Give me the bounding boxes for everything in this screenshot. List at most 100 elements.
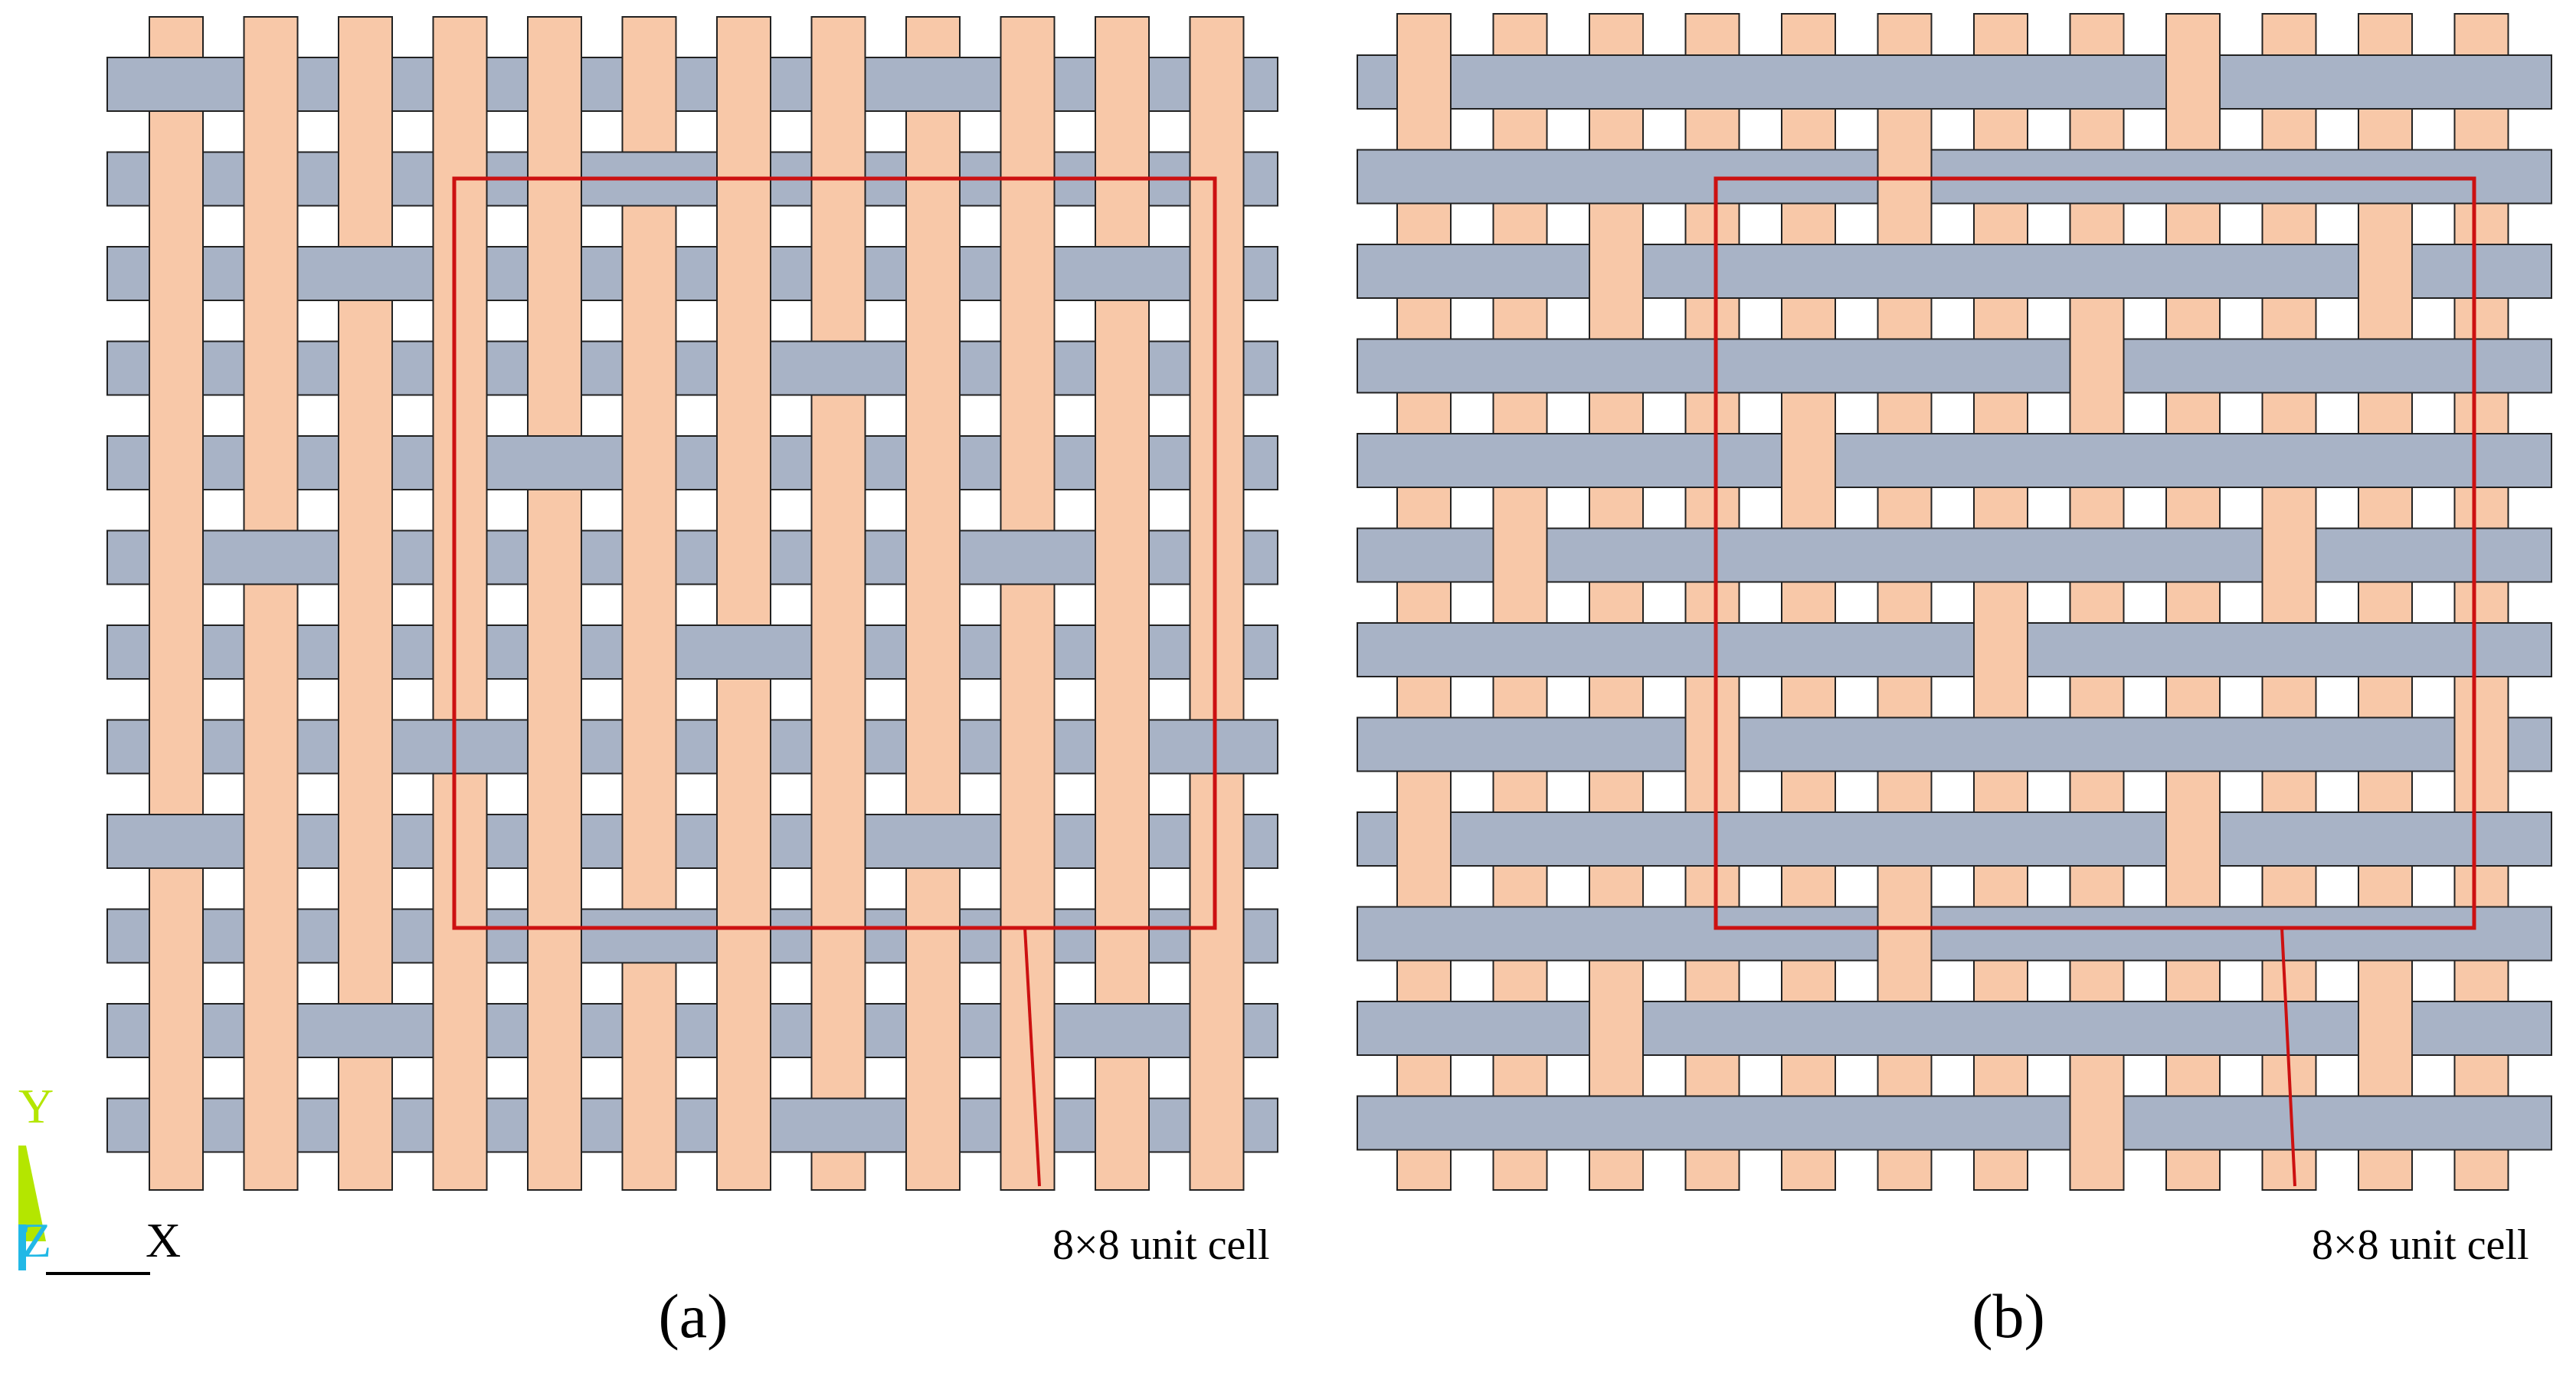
panel-a-caption: (a) [658, 1281, 728, 1351]
panel-a-annotations: 8×8 unit cell (a) [452, 176, 1270, 1351]
interlacing-overlay [528, 529, 581, 585]
warp-yarn [2358, 13, 2413, 1191]
interlacing-overlay [622, 814, 676, 869]
interlacing-overlay [1000, 340, 1055, 396]
interlacing-overlay [811, 246, 866, 301]
warp-yarn [621, 16, 677, 1191]
interlacing-overlay [717, 814, 771, 869]
interlacing-overlay [1493, 527, 1547, 583]
interlacing-overlay [149, 435, 203, 490]
warp-yarn [810, 16, 866, 1191]
warp-yarn [1589, 13, 1644, 1191]
warp-yarn [149, 16, 204, 1191]
interlacing-overlay [433, 246, 487, 301]
warp-yarn [243, 16, 299, 1191]
interlacing-overlay [528, 340, 581, 396]
panel-a-callout-line [1023, 927, 1041, 1187]
coordinate-triad: Y Z X [18, 1079, 181, 1275]
interlacing-overlay [811, 908, 866, 964]
interlacing-overlay [528, 814, 581, 869]
interlacing-overlay [149, 246, 203, 301]
interlacing-overlay [244, 151, 298, 207]
interlacing-overlay [811, 57, 866, 112]
interlacing-overlay [906, 435, 960, 490]
weft-yarn [106, 57, 1278, 112]
interlacing-overlay [906, 908, 960, 964]
interlacing-overlay [2262, 527, 2316, 583]
interlacing-overlay [339, 529, 392, 585]
interlacing-overlay [622, 340, 676, 396]
interlacing-overlay [1095, 435, 1149, 490]
interlacing-overlay [1190, 1097, 1244, 1153]
interlacing-overlay [1000, 435, 1055, 490]
weft-yarn [106, 908, 1278, 964]
triad-z-marker [18, 1224, 26, 1270]
interlacing-overlay [149, 908, 203, 964]
interlacing-overlay [2454, 716, 2509, 772]
weft-yarn [1357, 906, 2552, 962]
warp-yarn [527, 16, 582, 1191]
interlacing-overlay [244, 719, 298, 775]
weft-yarn [106, 1003, 1278, 1058]
interlacing-overlay [433, 908, 487, 964]
interlacing-overlay [244, 814, 298, 869]
interlacing-overlay [2358, 1001, 2412, 1056]
triad-y-axis-wedge [18, 1146, 46, 1241]
interlacing-overlay [1190, 57, 1244, 112]
interlacing-overlay [2166, 54, 2220, 110]
interlacing-overlay [811, 814, 866, 869]
warp-yarn [1684, 13, 1740, 1191]
interlacing-overlay [1000, 246, 1055, 301]
interlacing-overlay [2166, 811, 2220, 867]
interlacing-overlay [433, 1097, 487, 1153]
interlacing-overlay [622, 719, 676, 775]
interlacing-overlay [906, 1097, 960, 1153]
interlacing-overlay [433, 435, 487, 490]
weft-yarn [1357, 338, 2552, 394]
weft-yarn [1357, 527, 2552, 583]
interlacing-overlay [1095, 814, 1149, 869]
interlacing-overlay [622, 57, 676, 112]
interlacing-overlay [906, 340, 960, 396]
weft-yarn [1357, 622, 2552, 677]
panel-b-callout-label: 8×8 unit cell [2312, 1221, 2529, 1269]
interlacing-overlay [1095, 719, 1149, 775]
interlacing-overlay [339, 908, 392, 964]
interlacing-overlay [906, 624, 960, 680]
interlacing-overlay [717, 1097, 771, 1153]
interlacing-overlay [339, 719, 392, 775]
interlacing-overlay [1782, 433, 1835, 488]
weft-yarn [106, 246, 1278, 301]
interlacing-overlay [717, 1003, 771, 1058]
interlacing-overlay [244, 908, 298, 964]
interlacing-overlay [717, 529, 771, 585]
interlacing-overlay [339, 814, 392, 869]
weft-yarn [1357, 1001, 2552, 1056]
weft-yarn [106, 1097, 1278, 1153]
interlacing-overlay [433, 57, 487, 112]
interlacing-overlay [149, 624, 203, 680]
interlacing-overlay [433, 340, 487, 396]
interlacing-overlay [2070, 338, 2124, 394]
interlacing-overlay [811, 719, 866, 775]
interlacing-overlay [1000, 57, 1055, 112]
warp-yarn [1492, 13, 1548, 1191]
interlacing-overlay [1095, 57, 1149, 112]
interlacing-overlay [1397, 54, 1451, 110]
interlacing-overlay [149, 1003, 203, 1058]
interlacing-overlay [811, 1003, 866, 1058]
interlacing-overlay [622, 1097, 676, 1153]
interlacing-overlay [244, 1097, 298, 1153]
weft-yarn [1357, 716, 2552, 772]
weft-yarn [106, 814, 1278, 869]
interlacing-overlay [1397, 811, 1451, 867]
interlacing-overlay [244, 435, 298, 490]
warp-yarn [2261, 13, 2317, 1191]
warp-yarn [338, 16, 393, 1191]
interlacing-overlay [622, 624, 676, 680]
interlacing-overlay [433, 624, 487, 680]
interlacing-overlay [149, 340, 203, 396]
interlacing-overlay [244, 57, 298, 112]
panel-a-callout-label: 8×8 unit cell [1052, 1221, 1270, 1269]
